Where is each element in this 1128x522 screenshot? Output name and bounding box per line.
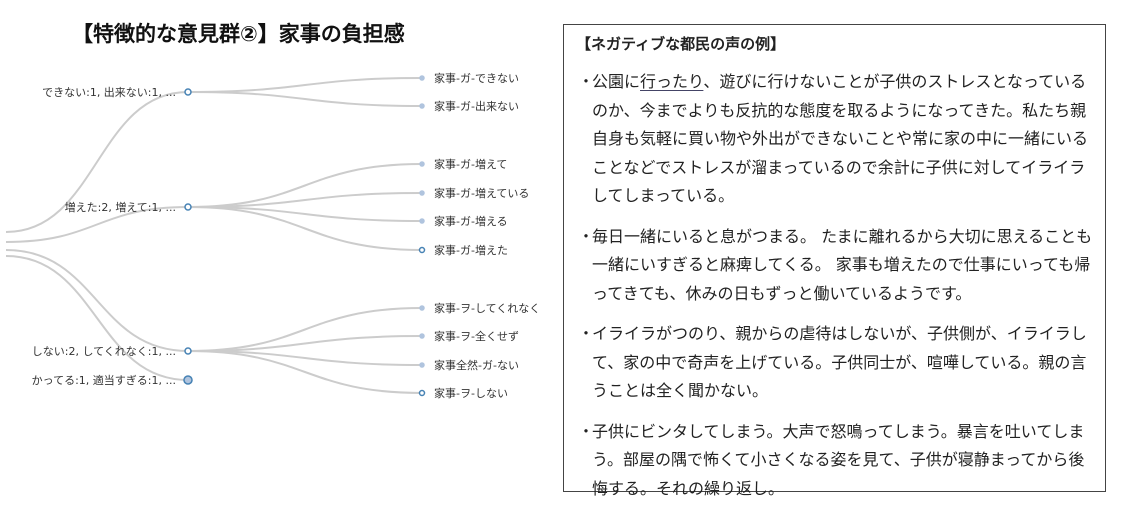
tree-link [5,255,189,381]
tree-leaf-label: 家事-ヲ-しない [434,386,508,400]
tree-link [187,307,423,352]
tree-leaf-label: 家事-ガ-増えた [434,243,508,257]
tree-leaf-node[interactable] [419,190,425,196]
tree-node[interactable] [184,203,192,211]
tree-link [187,206,423,222]
tree-leaf-label: 家事-ガ-増えて [434,157,507,171]
tree-leaf-label: 家事-ガ-増える [434,214,508,228]
tree-leaf-node[interactable] [419,161,425,167]
tree-leaf-node[interactable] [419,305,425,311]
tree-leaf-label: 家事-ガ-増えている [434,186,529,200]
tree-leaf-node[interactable] [419,103,425,109]
quote-item: ・公園に行ったり、遊びに行けないことが子供のストレスとなっているのか、今までより… [576,68,1093,211]
quote-bullet: ・ [578,421,595,441]
tree-leaf-label: 家事-ヲ-全くせず [434,329,519,343]
tree-leaf-node[interactable] [419,218,425,224]
tree-node[interactable] [184,347,192,355]
tree-link [187,192,423,208]
tree-leaf-label: 家事-ガ-出来ない [434,99,519,113]
tree-node[interactable] [184,88,192,96]
tree-leaf-node[interactable] [419,362,425,368]
quote-bullet: ・ [578,72,595,91]
tree-leaf-node[interactable] [418,246,426,254]
tree-leaf-node[interactable] [418,389,426,397]
quote-panel: 【ネガティブな都民の声の例】 ・公園に行ったり、遊びに行けないことが子供のストレ… [563,24,1106,498]
tree-leaf-label: 家事-ヲ-してくれなく [434,301,540,315]
tree-node-label: しない:2, してくれなく:1, ... [32,345,176,358]
tree-link [187,77,423,93]
tree-link [187,163,423,208]
tree-node[interactable] [183,375,193,385]
tree-link [187,91,423,107]
tree-leaf-label: 家事全然-ガ-ない [434,358,519,372]
quote-bullet: ・ [578,324,595,343]
tree-node-label: できない:1, 出来ない:1, ... [42,85,176,99]
tree-link [187,335,423,352]
tree-leaf-node[interactable] [419,75,425,81]
tree-link [187,206,423,251]
underlined-phrase: 行ったり [640,72,704,91]
tree-node-label: 増えた:2, 増えて:1, ... [65,201,176,214]
tree-leaf-node[interactable] [419,333,425,339]
tree-link [187,350,423,366]
tree-node-label: かってる:1, 適当すぎる:1, ... [32,373,176,387]
tree-link [5,249,189,352]
tree-link [5,206,189,243]
quote-item: ・イライラがつのり、親からの虐待はしないが、子供側が、イライラして、家の中で奇声… [576,320,1093,406]
quote-panel-header: 【ネガティブな都民の声の例】 [576,35,786,53]
opinion-tree: できない:1, 出来ない:1, ... 家事-ガ-できない家事-ガ-出来ない増えた… [5,71,540,400]
quote-bullet: ・ [578,226,595,246]
tree-leaf-label: 家事-ガ-できない [434,71,519,85]
tree-link [5,91,189,233]
diagram-title: 【特徴的な意見群②】家事の負担感 [72,22,405,46]
quote-item: ・毎日一緒にいると息がつまる。 たまに離れるから大切に思えることも一緒にいすぎる… [576,223,1093,309]
quote-item: ・子供にビンタしてしまう。大声で怒鳴ってしまう。暴言を吐いてしまう。部屋の隅で怖… [576,418,1093,504]
tree-link [187,350,423,394]
